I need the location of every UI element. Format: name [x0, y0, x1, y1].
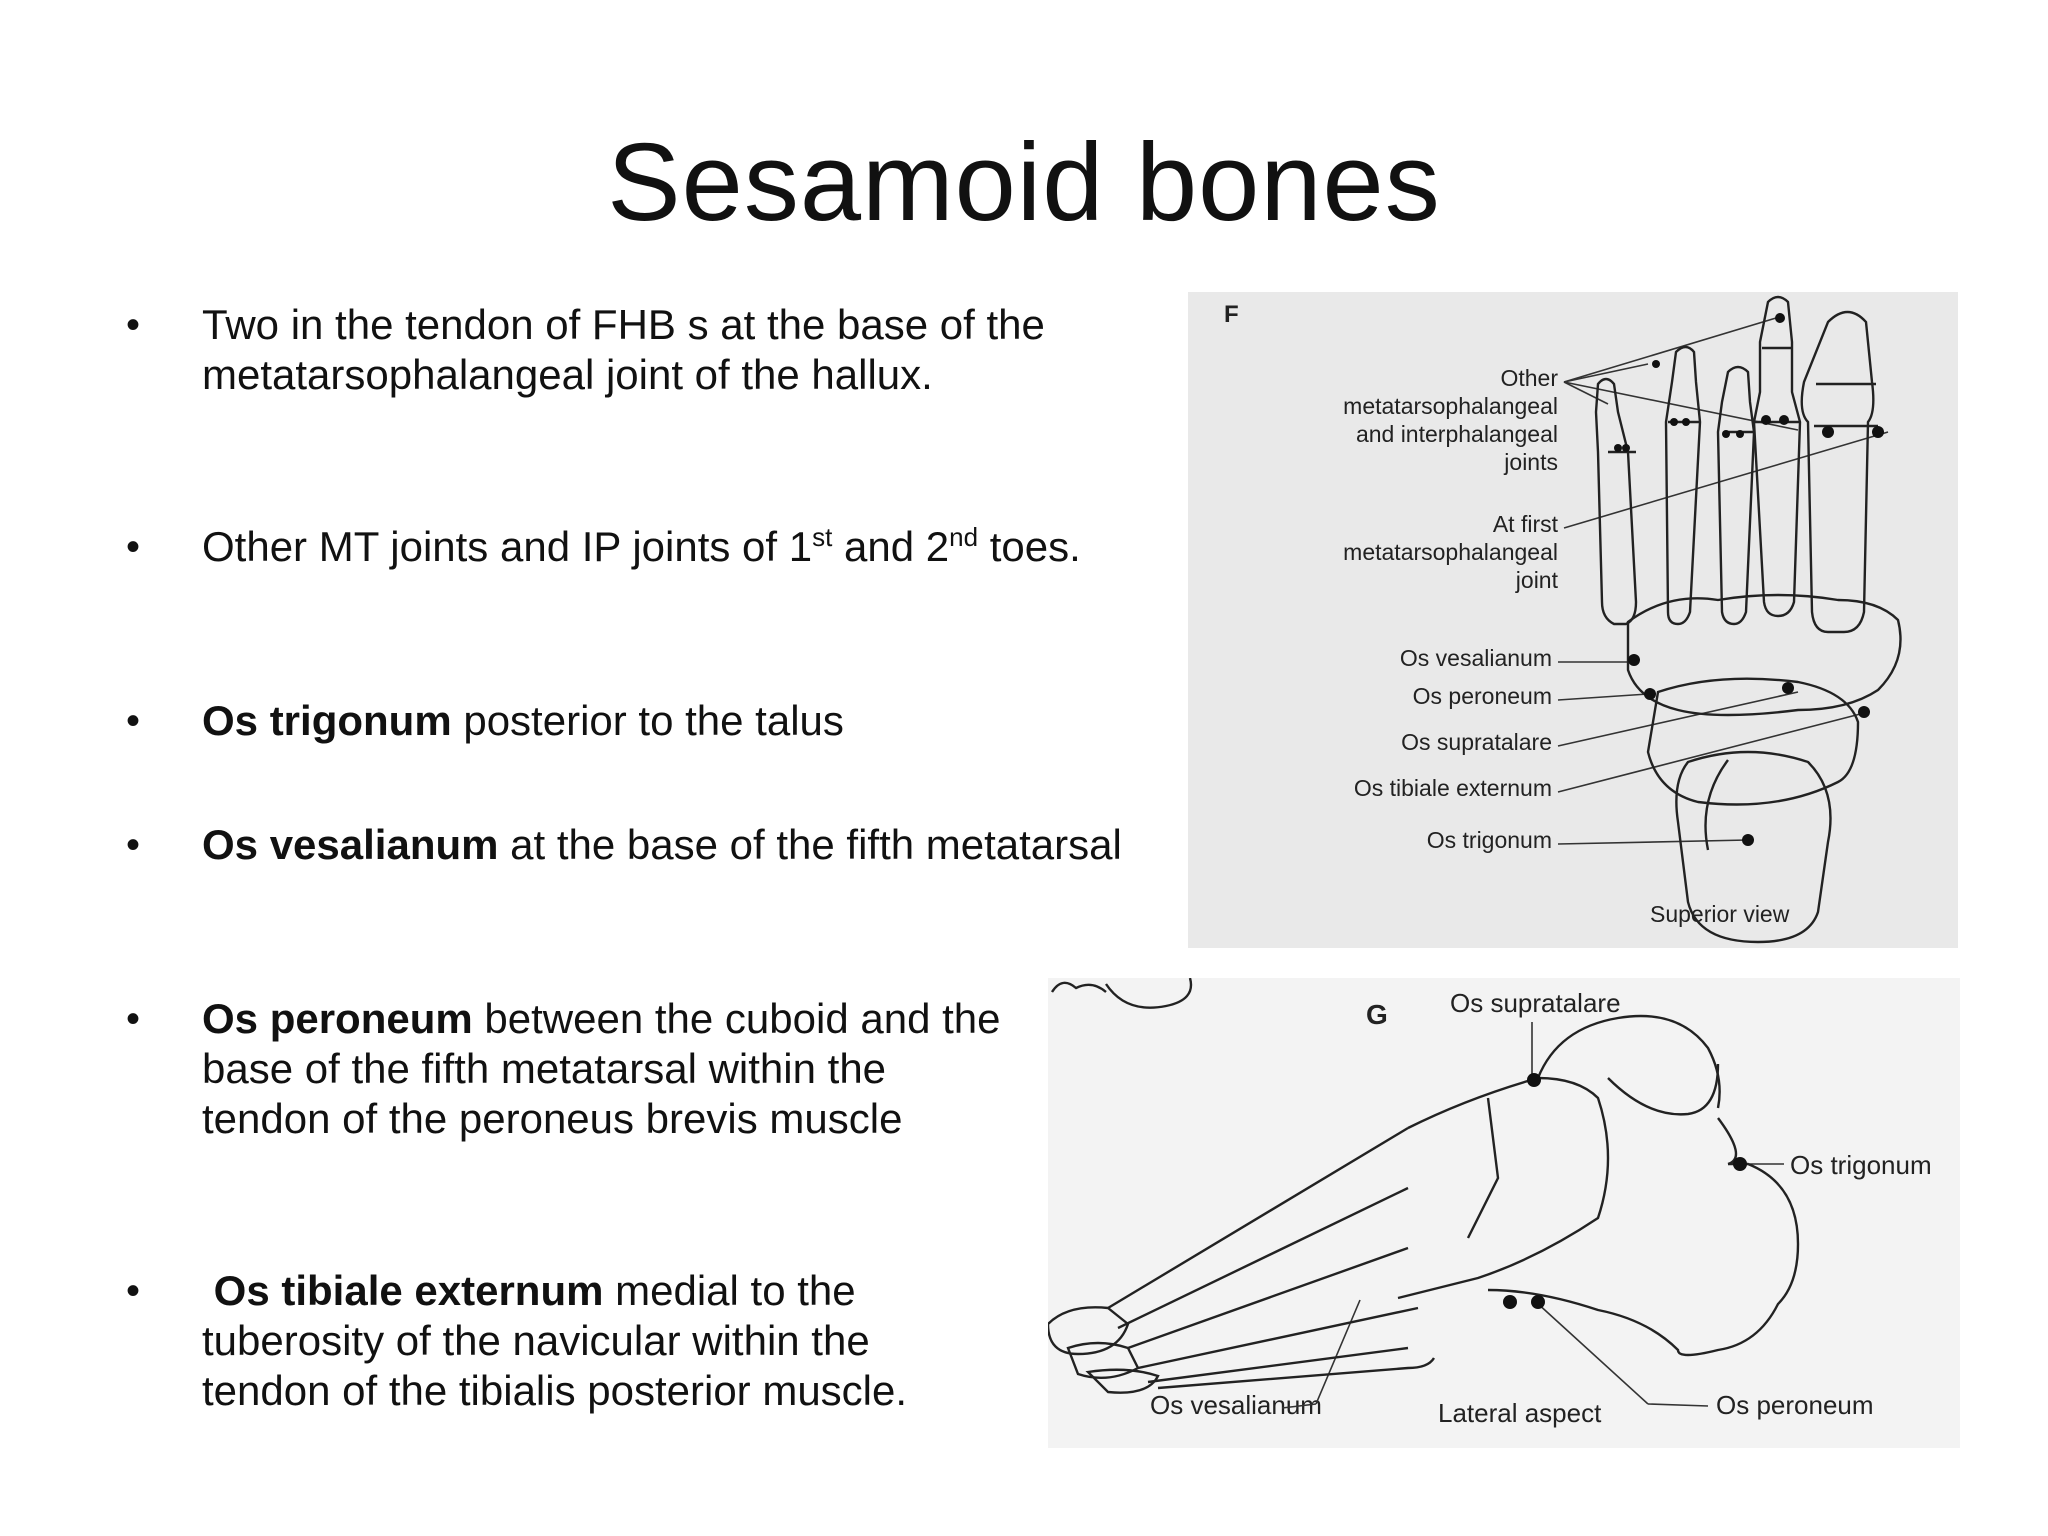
bullet-term: Os tibiale externum — [202, 1267, 604, 1314]
figure-labels: Other metatarsophalangeal and interphala… — [1343, 365, 1558, 853]
label-os-peroneum: Os peroneum — [1716, 1390, 1874, 1420]
foot-superior-view-figure: F Other metatarsophalangeal and interpha… — [1188, 292, 1958, 948]
label-os-vesalianum: Os vesalianum — [1150, 1390, 1322, 1420]
panel-letter: F — [1224, 301, 1239, 328]
foot-lateral-view-figure: G Os supratalare Os trigonum Os vesalian… — [1046, 977, 1960, 1448]
bullet-text-part: Other MT joints and IP joints of 1 — [202, 523, 813, 570]
bullet-text: Os tibiale externum medial to the tubero… — [202, 1266, 1002, 1416]
figure-caption: Lateral aspect — [1438, 1398, 1602, 1428]
label-os-tibiale-externum: Os tibiale externum — [1354, 775, 1552, 801]
label-os-trigonum: Os trigonum — [1790, 1150, 1932, 1180]
foot-superior-diagram: F Other metatarsophalangeal and interpha… — [1224, 295, 1902, 944]
label-other-mtp: metatarsophalangeal — [1343, 393, 1558, 419]
bullet-term: Os peroneum — [202, 995, 473, 1042]
label-at-first: At first — [1493, 511, 1559, 537]
bullet-term: Os vesalianum — [202, 821, 499, 868]
bullet-text: Os trigonum posterior to the talus — [202, 696, 1102, 746]
bullet-term: Os trigonum — [202, 697, 452, 744]
label-os-peroneum: Os peroneum — [1413, 683, 1552, 709]
label-first-joint: joint — [1515, 567, 1559, 593]
label-os-supratalare: Os supratalare — [1401, 729, 1552, 755]
bullet-text: Other MT joints and IP joints of 1st and… — [202, 522, 1102, 572]
label-first-mtp: metatarsophalangeal — [1343, 539, 1558, 565]
label-other-ip: and interphalangeal — [1356, 421, 1558, 447]
bullet-description: between the cuboid and the base of the f… — [202, 995, 1001, 1142]
bullet-dot: • — [126, 699, 141, 743]
bullet-dot: • — [126, 1269, 141, 1313]
label-other-joints: joints — [1503, 449, 1558, 475]
bullet-dot: • — [126, 997, 141, 1041]
label-other: Other — [1500, 365, 1558, 391]
bullet-description: posterior to the talus — [451, 697, 844, 744]
bullet-text-part: toes. — [978, 523, 1081, 570]
superscript: nd — [949, 522, 979, 552]
bullet-dot: • — [126, 303, 141, 347]
foot-bones-outline — [1046, 977, 1800, 1394]
bullet-text-part: and 2 — [832, 523, 950, 570]
panel-letter: G — [1366, 999, 1388, 1030]
label-os-trigonum: Os trigonum — [1427, 827, 1552, 853]
label-os-vesalianum: Os vesalianum — [1400, 645, 1552, 671]
bullet-dot: • — [126, 823, 141, 867]
leader-lines — [1557, 317, 1889, 845]
label-os-supratalare: Os supratalare — [1450, 988, 1621, 1018]
superscript: st — [812, 522, 833, 552]
bullet-dot: • — [126, 525, 141, 569]
figure-caption: Superior view — [1650, 901, 1790, 927]
sesamoid-dots — [1503, 1073, 1747, 1309]
foot-lateral-diagram: G Os supratalare Os trigonum Os vesalian… — [1046, 977, 1932, 1428]
foot-bones-outline — [1594, 295, 1902, 944]
bullet-text: Os peroneum between the cuboid and the b… — [202, 994, 1002, 1144]
slide-title: Sesamoid bones — [607, 121, 1441, 244]
bullet-text: Os vesalianum at the base of the fifth m… — [202, 820, 1132, 870]
bullet-text: Two in the tendon of FHB s at the base o… — [202, 301, 1045, 398]
sesamoid-dots — [1614, 313, 1884, 846]
bullet-description: at the base of the fifth metatarsal — [498, 821, 1122, 868]
bullet-description: medial to the tuberosity of the navicula… — [202, 1267, 908, 1414]
